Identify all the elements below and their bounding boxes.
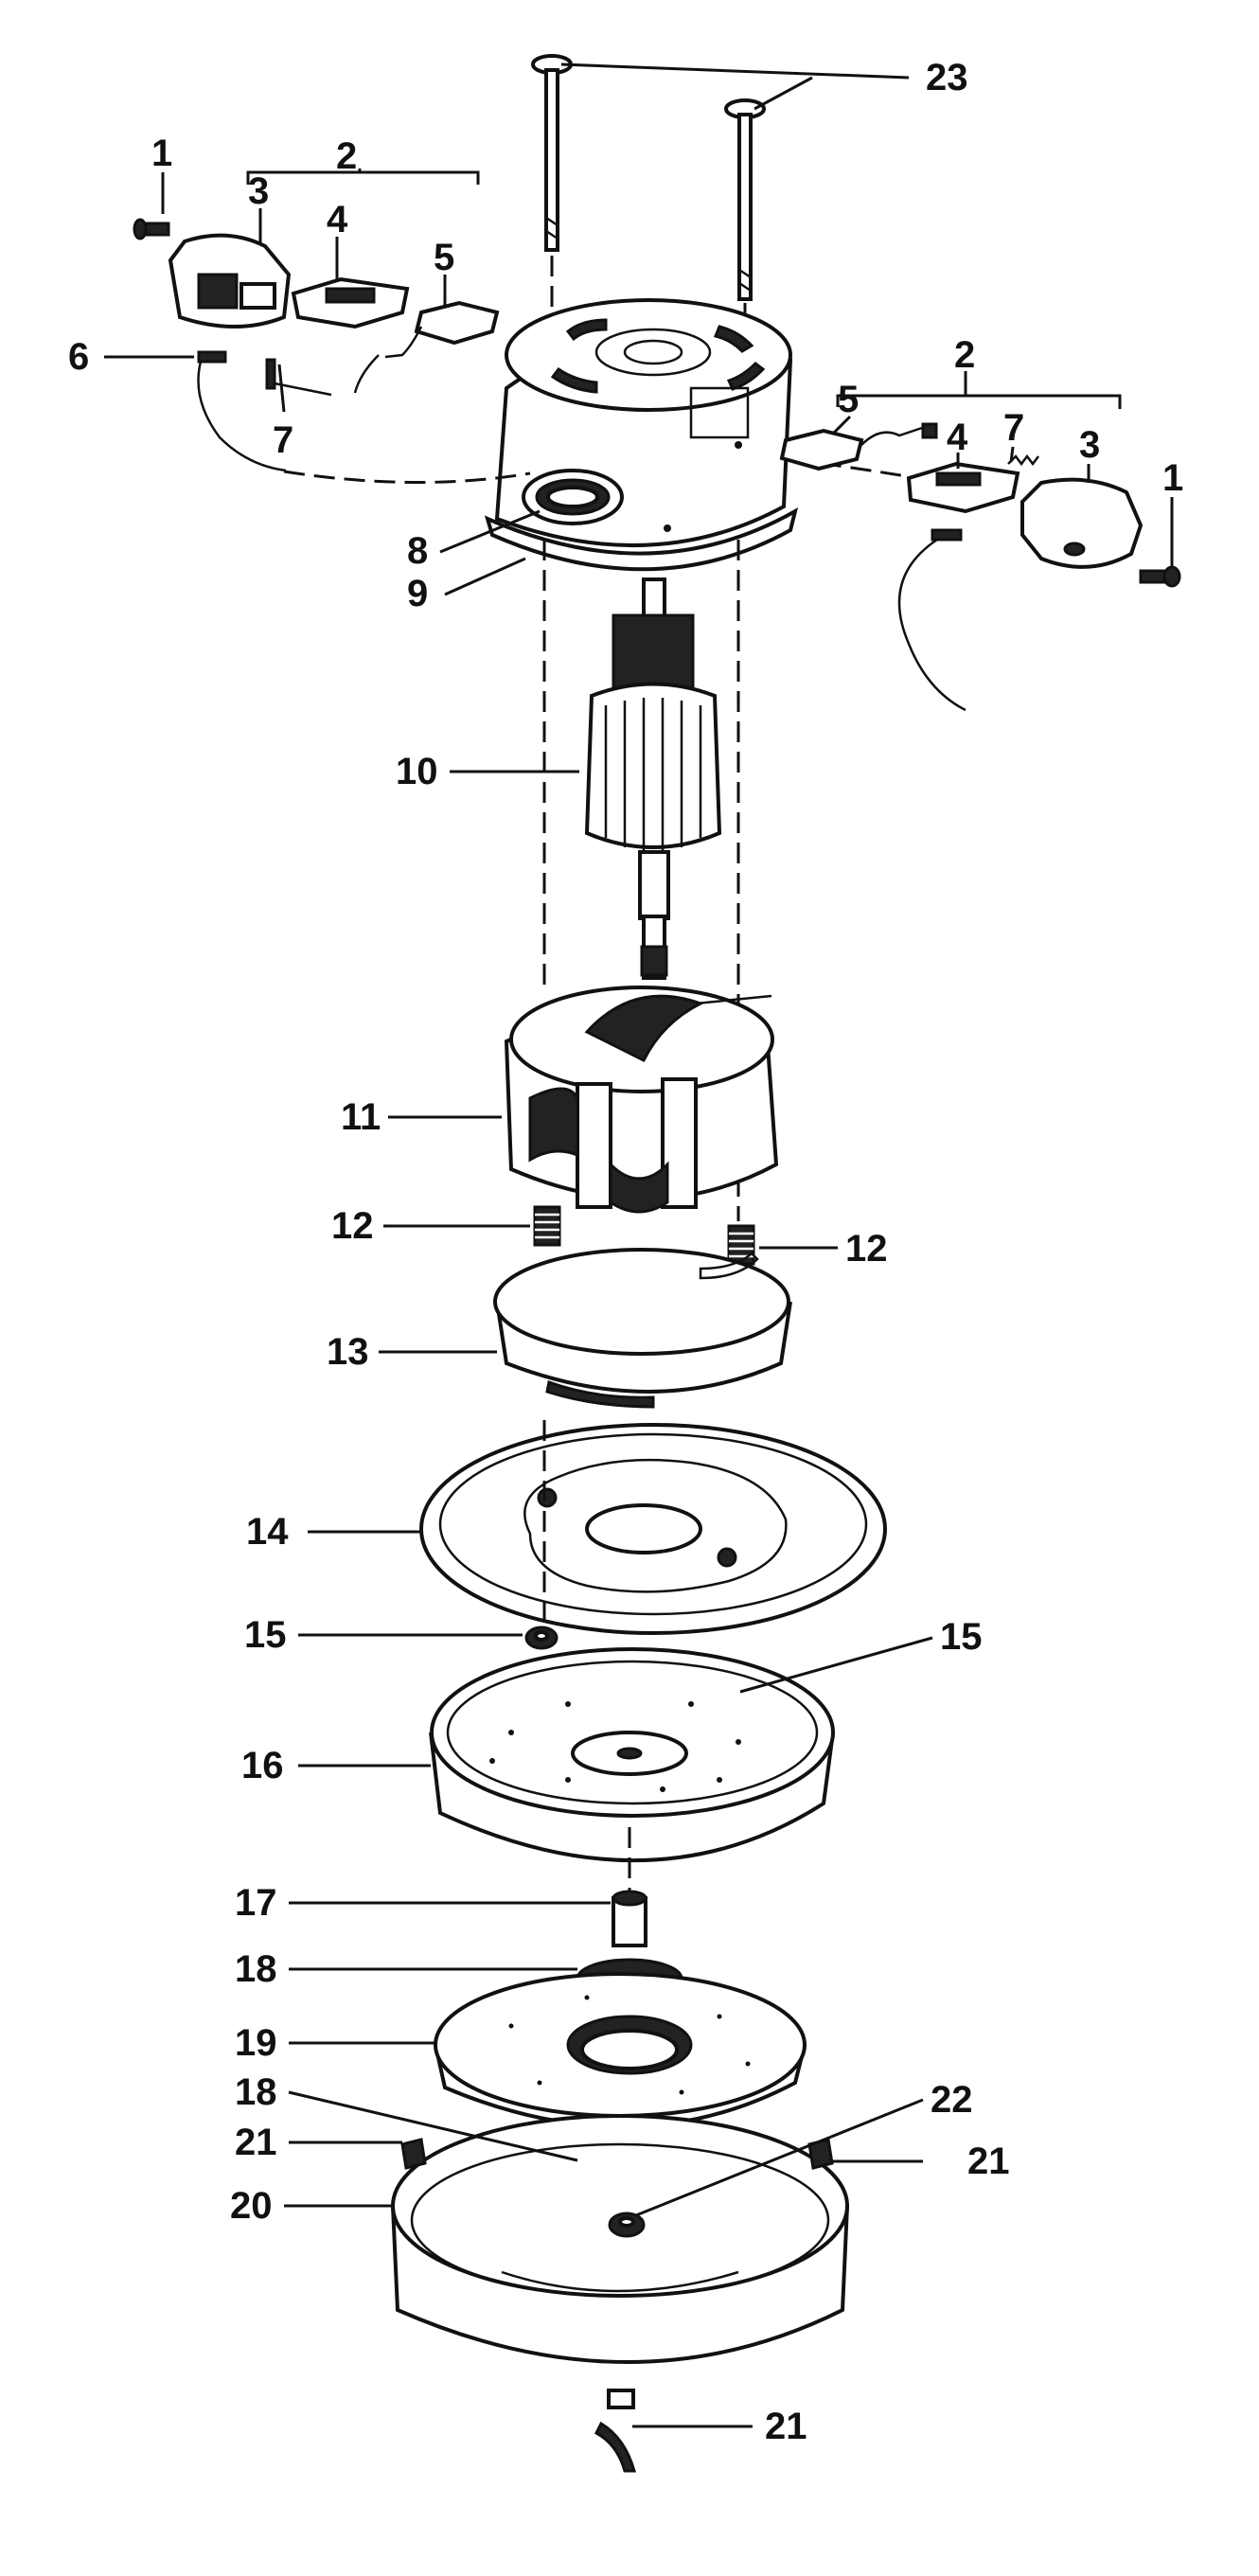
callout-4-right: 4	[947, 417, 968, 458]
callout-14: 14	[246, 1511, 289, 1553]
callout-3-right: 3	[1079, 424, 1100, 466]
callout-23: 23	[926, 57, 968, 98]
callout-21-right: 21	[967, 2141, 1010, 2182]
callout-11: 11	[341, 1096, 381, 1138]
callout-13: 13	[327, 1331, 369, 1373]
left-brush-assembly	[133, 218, 500, 472]
callout-5-right: 5	[838, 379, 859, 420]
leader-lines	[104, 62, 1174, 2428]
part-17-spacer	[612, 1890, 647, 1947]
callout-2-left: 2	[336, 135, 357, 177]
part-19-disc	[434, 1972, 807, 2129]
right-brush-assembly	[779, 422, 1181, 712]
callout-5-left: 5	[434, 237, 454, 278]
callout-20: 20	[230, 2185, 273, 2227]
callout-21-bottom: 21	[765, 2406, 807, 2447]
callout-2-right: 2	[954, 334, 975, 376]
part-16-pan	[429, 1647, 835, 1862]
callout-15-right: 15	[940, 1616, 983, 1658]
motor-housing	[484, 298, 799, 572]
part-13-ring	[493, 1248, 792, 1409]
callout-7-left: 7	[273, 419, 293, 461]
part-14-plate	[419, 1423, 887, 1635]
callout-7-right: 7	[1003, 407, 1024, 449]
callout-17: 17	[235, 1882, 277, 1924]
callout-10: 10	[396, 751, 438, 792]
callout-18-bottom: 18	[235, 2071, 277, 2113]
callout-8: 8	[407, 530, 428, 572]
callout-1-left: 1	[151, 133, 172, 174]
armature	[584, 577, 722, 980]
callout-12-right: 12	[845, 1228, 888, 1270]
callout-19: 19	[235, 2022, 277, 2064]
callout-1-right: 1	[1162, 457, 1183, 499]
part-20-cup	[391, 2114, 849, 2473]
callout-15-left: 15	[244, 1614, 287, 1656]
field-assembly	[504, 986, 779, 1214]
part-23-screws	[531, 54, 766, 301]
callout-4-left: 4	[327, 199, 348, 240]
callout-3-left: 3	[248, 170, 269, 212]
part-12-springs	[533, 1205, 755, 1266]
callout-labels: 23 1 2 3 4 5 6 7 2 5 4 7 3 1 8 9 10 11 1…	[68, 57, 1183, 2447]
callout-16: 16	[241, 1745, 284, 1786]
callout-18-top: 18	[235, 1948, 277, 1990]
callout-21-left: 21	[235, 2122, 277, 2163]
callout-12-left: 12	[331, 1205, 374, 1247]
callout-6: 6	[68, 336, 89, 378]
callout-9: 9	[407, 573, 428, 614]
callout-22: 22	[931, 2079, 973, 2121]
